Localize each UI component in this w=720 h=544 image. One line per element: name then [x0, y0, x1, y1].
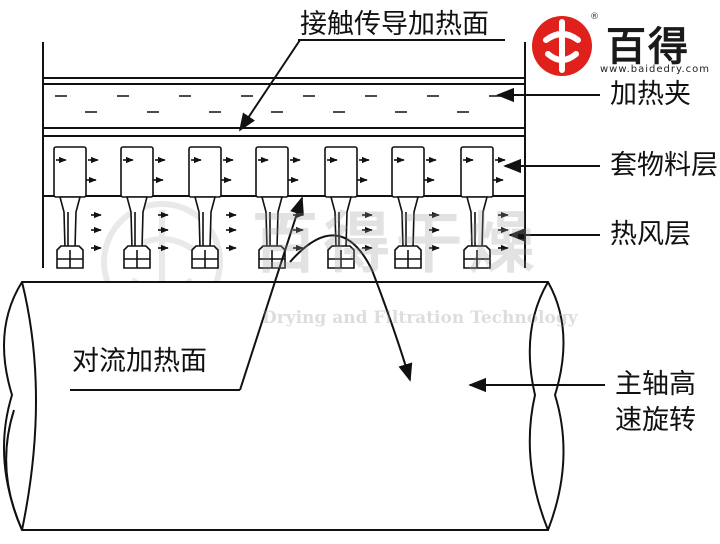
baide-logo-icon — [532, 16, 592, 76]
label-spindle-line1: 主轴高 — [615, 369, 696, 400]
logo-url: www.baidedry.com — [600, 64, 711, 75]
label-material-layer: 套物料层 — [610, 150, 718, 181]
convection-arrow — [239, 196, 304, 391]
spindle-shaft — [3, 281, 565, 531]
label-spindle-line2: 速旋转 — [615, 405, 696, 436]
contact-surface-arrow — [239, 39, 301, 132]
paddle — [188, 146, 237, 269]
label-convection-surface: 对流加热面 — [72, 346, 207, 377]
paddle — [120, 146, 169, 269]
watermark-tagline: Drying and Filtration Technology — [262, 308, 578, 328]
airflow-curve-arrow — [289, 234, 413, 382]
vessel-walls — [42, 42, 526, 268]
paddle — [255, 146, 304, 269]
label-contact-surface: 接触传导加热面 — [300, 9, 489, 40]
watermark-text: 百得干燥 — [252, 205, 540, 282]
logo-brand: 百得 — [606, 24, 690, 70]
paddle — [324, 146, 373, 269]
paddle — [391, 146, 440, 269]
paddle — [460, 146, 509, 269]
label-hot-air-layer: 热风层 — [610, 219, 691, 250]
leader-lines — [70, 39, 605, 393]
paddle-row — [53, 146, 509, 269]
jacket-fluid-dashes — [55, 95, 501, 113]
paddle — [53, 146, 102, 269]
registered-mark: ® — [590, 12, 599, 22]
label-heating-jacket: 加热夹 — [610, 79, 691, 110]
